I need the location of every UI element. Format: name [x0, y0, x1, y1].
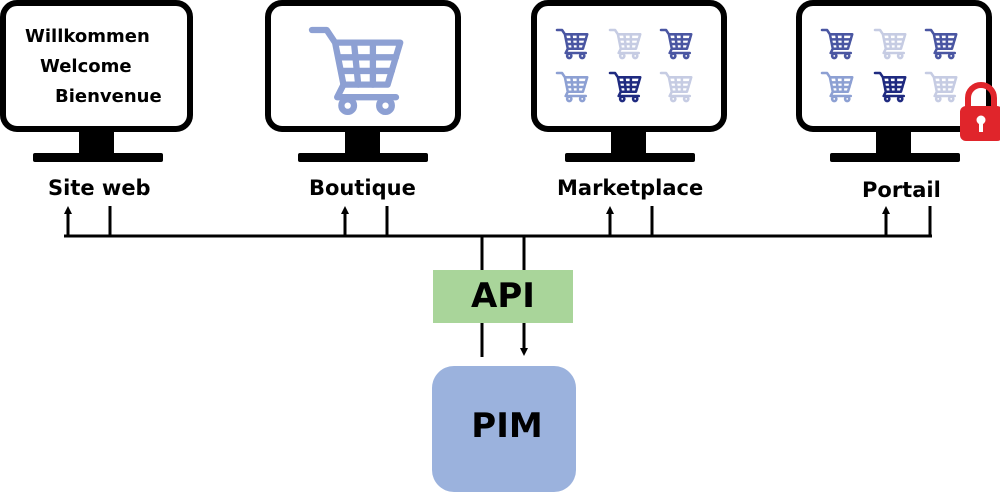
small-shopping-cart-icon [608, 28, 642, 60]
label-boutique: Boutique [309, 176, 416, 200]
api-bus-connectors [64, 206, 932, 357]
lock-icon [960, 82, 1000, 141]
pim-box [432, 366, 576, 492]
label-site-web: Site web [48, 176, 151, 200]
small-shopping-cart-icon [924, 28, 958, 60]
small-shopping-cart-icon [924, 71, 958, 103]
monitor-site-web [0, 0, 193, 162]
small-shopping-cart-icon [820, 71, 854, 103]
small-shopping-cart-icon [555, 28, 589, 60]
greeting-bienvenue: Bienvenue [55, 86, 162, 107]
small-shopping-cart-icon [555, 71, 589, 103]
greeting-welcome: Welcome [40, 56, 132, 77]
small-shopping-cart-icon [659, 71, 693, 103]
small-shopping-cart-icon [873, 71, 907, 103]
greeting-willkommen: Willkommen [25, 26, 150, 47]
label-portail: Portail [862, 178, 941, 202]
small-shopping-cart-icon [873, 28, 907, 60]
label-marketplace: Marketplace [557, 176, 704, 200]
pim-label: PIM [471, 406, 543, 446]
api-box [433, 270, 573, 323]
small-shopping-cart-icon [820, 28, 854, 60]
small-shopping-cart-icon [659, 28, 693, 60]
api-label: API [471, 276, 535, 316]
shopping-cart-icon [308, 26, 404, 116]
small-shopping-cart-icon [608, 71, 642, 103]
monitor-boutique [265, 0, 461, 162]
